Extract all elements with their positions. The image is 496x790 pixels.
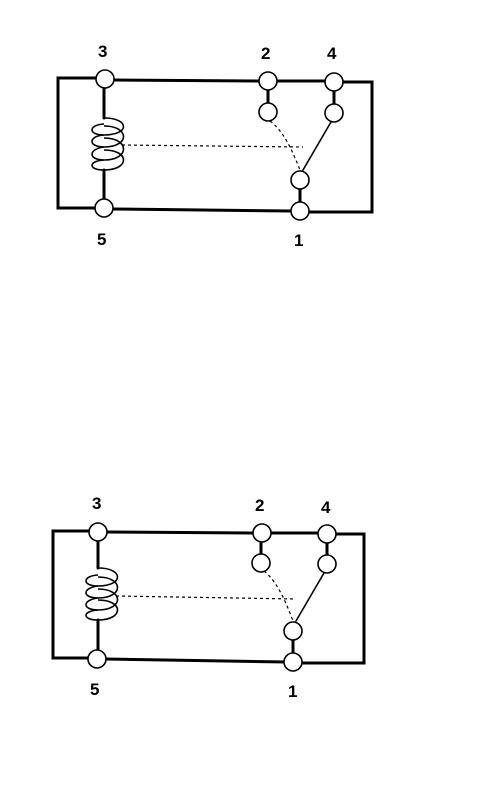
- relay-2-terminal-1-contact: [283, 621, 303, 641]
- relay-2-box: [51, 529, 100, 660]
- relay-1-terminal-2-contact: [258, 102, 278, 122]
- relay-1: 3 2 4 5 1: [56, 42, 374, 250]
- relay-2-box-bottom: [104, 657, 287, 664]
- relay-2: 3 2 4 5 1: [51, 494, 366, 701]
- relay-1-nc-dashed-path: [269, 120, 301, 171]
- relay-2-label-3: 3: [92, 494, 101, 513]
- relay-1-label-5: 5: [97, 230, 106, 249]
- relay-2-nc-dashed-path: [263, 570, 294, 622]
- relay-2-terminal-5: [87, 649, 107, 669]
- relay-1-box-bottom: [110, 207, 293, 213]
- relay-1-armature-link: [121, 144, 304, 148]
- relay-2-coil: [85, 567, 119, 621]
- relay-2-terminal-2: [252, 523, 272, 543]
- relay-1-box: [56, 76, 107, 210]
- relay-2-box-right: [300, 532, 366, 665]
- relay-1-label-2: 2: [261, 44, 270, 63]
- relay-1-label-4: 4: [327, 44, 337, 63]
- relay-2-armature-link: [115, 595, 297, 600]
- relay-2-label-4: 4: [321, 498, 331, 517]
- relay-1-box-right: [306, 80, 374, 214]
- relay-2-terminal-1: [283, 652, 303, 672]
- relay-1-terminal-3: [95, 69, 115, 89]
- relay-1-label-1: 1: [294, 231, 303, 250]
- relay-2-label-1: 1: [288, 682, 297, 701]
- relay-1-coil: [91, 117, 125, 171]
- relay-2-switch-arm: [295, 572, 325, 622]
- relay-1-switch-arm: [302, 121, 332, 171]
- relay-1-terminal-1-contact: [290, 170, 310, 190]
- relay-1-box-top: [111, 78, 261, 83]
- relay-1-terminal-4: [324, 72, 344, 92]
- relay-2-terminal-2-contact: [251, 553, 271, 573]
- relay-2-terminal-3: [88, 522, 108, 542]
- relay-1-label-3: 3: [98, 42, 107, 61]
- relay-1-terminal-2: [258, 71, 278, 91]
- relay-2-terminal-4-contact: [317, 554, 337, 574]
- relay-2-label-2: 2: [255, 496, 264, 515]
- relay-2-label-5: 5: [90, 680, 99, 699]
- relay-1-terminal-4-contact: [324, 103, 344, 123]
- relay-1-terminal-1: [290, 201, 310, 221]
- relay-2-terminal-4: [317, 524, 337, 544]
- relay-1-terminal-5: [94, 198, 114, 218]
- relay-2-box-top: [105, 530, 255, 535]
